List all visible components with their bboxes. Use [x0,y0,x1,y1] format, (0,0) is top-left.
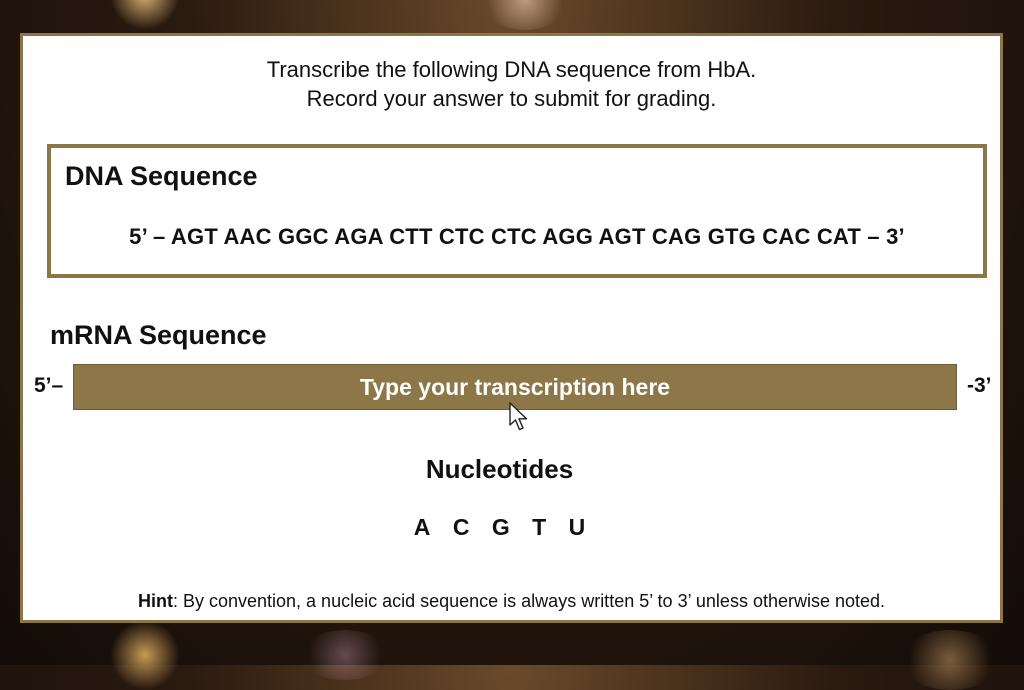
hint-text: Hint: By convention, a nucleic acid sequ… [23,591,1000,612]
background-glow [900,630,1000,690]
dna-sequence-text: 5’ – AGT AAC GGC AGA CTT CTC CTC AGG AGT… [129,224,905,249]
background-glow [480,0,570,30]
nucleotide-t: T [532,514,547,540]
instructions-line-2: Record your answer to submit for grading… [306,86,717,111]
instructions: Transcribe the following DNA sequence fr… [23,55,1000,113]
dna-sequence-panel: DNA Sequence 5’ – AGT AAC GGC AGA CTT CT… [47,144,987,278]
nucleotides-title: Nucleotides [425,454,574,484]
nucleotide-list: A C G T U [23,514,976,541]
nucleotide-c: C [452,514,470,540]
nucleotide-a: A [413,514,431,540]
dna-sequence-title: DNA Sequence [65,161,258,191]
nucleotide-g: G [491,514,510,540]
background-glow [300,630,390,680]
three-prime-label: -3’ [967,374,992,397]
mrna-transcription-input[interactable] [73,364,957,410]
background-glow [110,0,180,30]
background-glow [110,620,180,690]
activity-card: Transcribe the following DNA sequence fr… [20,33,1003,623]
five-prime-label: 5’– [34,374,64,397]
mrna-sequence-title: mRNA Sequence [50,320,267,350]
hint-label: Hint [137,591,173,611]
mouse-pointer-icon [509,402,528,431]
instructions-line-1: Transcribe the following DNA sequence fr… [266,57,757,82]
nucleotide-u: U [568,514,586,540]
hint-body: : By convention, a nucleic acid sequence… [172,591,886,611]
